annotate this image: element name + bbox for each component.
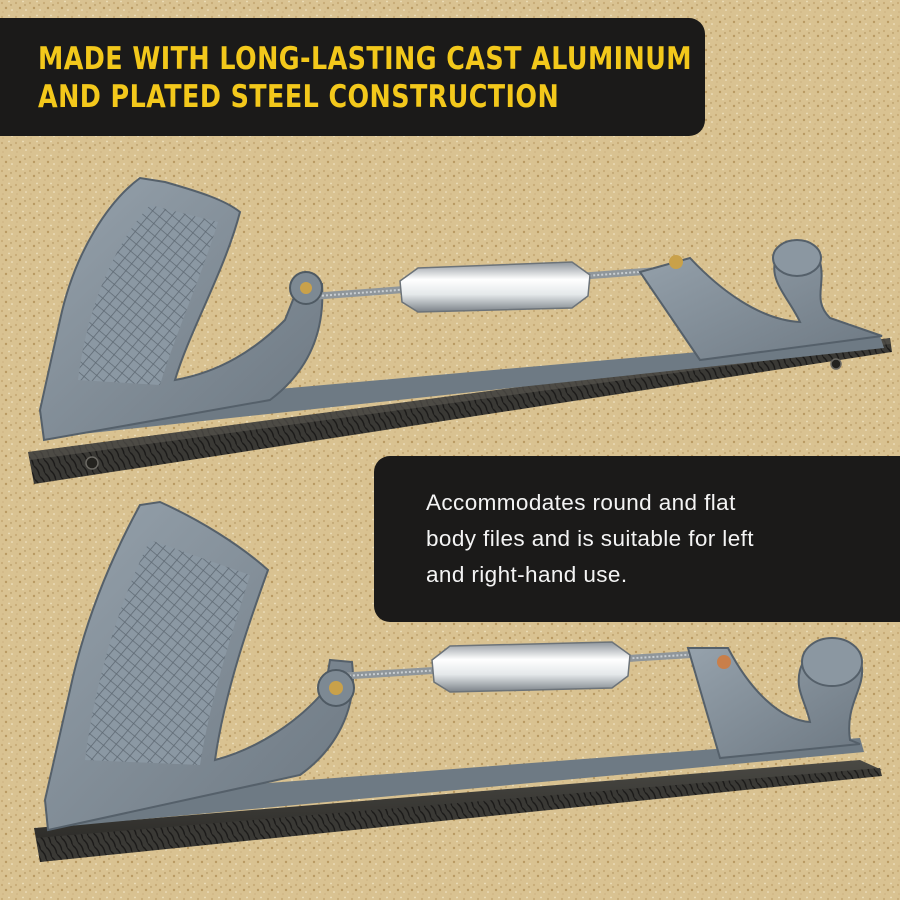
turnbuckle-barrel-bottom — [431, 641, 631, 693]
turnbuckle-barrel-top — [399, 261, 591, 313]
callout-line-1: Accommodates round and flat — [426, 490, 736, 515]
callout-text: Accommodates round and flat body files a… — [426, 485, 866, 593]
headline-line-1: MADE WITH LONG-LASTING CAST ALUMINUM — [38, 41, 692, 77]
callout-box — [374, 456, 900, 622]
headline: MADE WITH LONG-LASTING CAST ALUMINUM AND… — [38, 40, 692, 116]
headline-line-2: AND PLATED STEEL CONSTRUCTION — [38, 79, 560, 115]
callout-line-3: and right-hand use. — [426, 562, 628, 587]
file-blade-top — [28, 338, 892, 484]
file-holder-top — [28, 176, 892, 484]
file-holder-bottom — [34, 500, 882, 862]
callout-line-2: body files and is suitable for left — [426, 526, 754, 551]
headline-banner — [0, 18, 705, 136]
